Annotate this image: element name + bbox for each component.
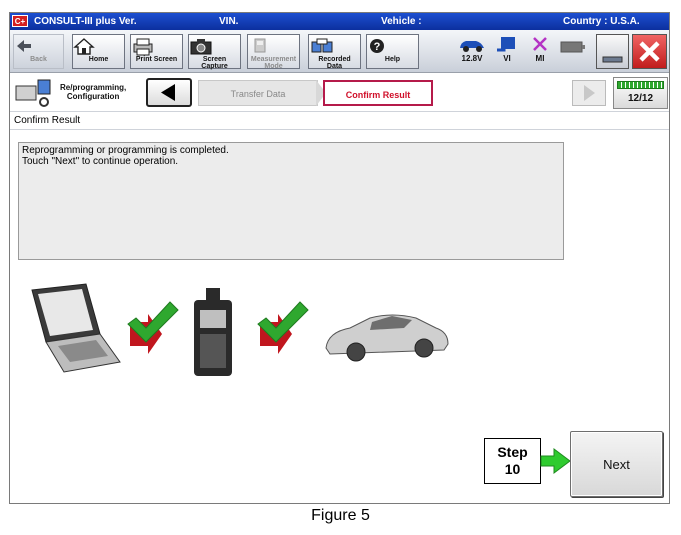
vi-icon <box>497 37 515 52</box>
home-label: Home <box>88 56 109 63</box>
recorded-label-1: Recorded <box>318 56 351 63</box>
title-bar: C+ CONSULT-III plus Ver. VIN. Vehicle : … <box>10 13 669 30</box>
app-title: CONSULT-III plus Ver. <box>34 16 137 27</box>
capture-label-2: Capture <box>201 63 228 70</box>
car-silhouette-icon <box>325 314 449 362</box>
green-arrow-icon <box>540 448 571 474</box>
vehicle-label: Vehicle : <box>381 16 422 27</box>
app-logo-icon: C+ <box>12 15 28 27</box>
help-button[interactable]: ? Help <box>366 34 419 69</box>
consult-window: C+ CONSULT-III plus Ver. VIN. Vehicle : … <box>9 12 670 504</box>
camera-icon <box>190 39 212 55</box>
battery-voltage: 12.8V <box>461 54 483 63</box>
progress-text: 12/12 <box>627 93 654 104</box>
green-check-icon <box>127 301 179 343</box>
back-button[interactable]: Back <box>13 34 64 69</box>
help-label: Help <box>384 56 401 63</box>
minimize-icon <box>602 56 623 63</box>
recorded-data-button[interactable]: Recorded Data <box>308 34 361 70</box>
mi-label: MI <box>535 54 545 63</box>
measurement-icon <box>254 38 266 53</box>
recorded-label-2: Data <box>326 63 343 70</box>
close-icon <box>639 41 660 62</box>
green-check-icon-2 <box>257 301 309 343</box>
step-number: 10 <box>504 461 521 477</box>
printer-icon <box>133 38 153 56</box>
country-label: Country : U.S.A. <box>563 16 640 27</box>
breadcrumb: Re/programming, Configuration Transfer D… <box>10 74 669 112</box>
screen-capture-button[interactable]: Screen Capture <box>188 34 241 70</box>
back-arrow-icon <box>161 84 175 101</box>
message-box: Reprogramming or programming is complete… <box>18 142 564 260</box>
step-label: Step <box>497 444 528 460</box>
mode-label-1: Re/programming, <box>60 83 127 92</box>
forward-arrow-button[interactable] <box>572 80 606 106</box>
close-button[interactable] <box>632 34 667 69</box>
print-screen-button[interactable]: Print Screen <box>130 34 183 69</box>
mi-status: MI <box>525 34 555 63</box>
laptop-icon <box>31 283 121 373</box>
back-icon <box>17 40 31 52</box>
home-button[interactable]: Home <box>72 34 125 69</box>
help-icon: ? <box>370 39 384 53</box>
home-icon <box>73 38 95 55</box>
section-title: Confirm Result <box>10 112 669 130</box>
back-arrow-button[interactable] <box>146 78 192 107</box>
next-button[interactable]: Next <box>570 431 663 497</box>
crumb-confirm-result: Confirm Result <box>323 80 433 106</box>
svg-text:?: ? <box>374 41 381 53</box>
car-icon <box>460 41 484 52</box>
mode-label: Re/programming, Configuration <box>60 83 126 101</box>
mode-label-2: Configuration <box>66 92 120 101</box>
progress-indicator: 12/12 <box>613 77 668 109</box>
vi-device-icon <box>194 288 232 376</box>
measurement-mode-button[interactable]: Measurement Mode <box>247 34 300 70</box>
measure-label-2: Mode <box>264 63 283 70</box>
step-callout: Step 10 <box>484 438 541 484</box>
figure-caption: Figure 5 <box>311 507 370 524</box>
recorded-data-icon <box>311 38 333 53</box>
vi-status: VI <box>492 34 522 63</box>
message-line-2: Touch "Next" to continue operation. <box>22 156 179 167</box>
vi-label: VI <box>503 54 511 63</box>
mi-icon <box>533 37 547 51</box>
battery-status: 12.8V <box>457 34 487 63</box>
reprogramming-icon <box>15 79 51 107</box>
toolbar: Back Home Print Screen Screen Capture Me… <box>10 30 669 73</box>
minimize-button[interactable] <box>596 34 629 69</box>
process-illustration <box>31 283 449 376</box>
measure-label-1: Measurement <box>250 56 297 63</box>
capture-label-1: Screen <box>202 56 227 63</box>
print-label: Print Screen <box>135 56 178 63</box>
battery-icon <box>560 41 585 53</box>
back-label: Back <box>30 56 47 63</box>
forward-arrow-icon <box>584 85 595 101</box>
crumb-chevron-icon <box>316 80 326 106</box>
crumb-transfer-data: Transfer Data <box>198 80 318 106</box>
message-line-1: Reprogramming or programming is complete… <box>22 145 229 156</box>
progress-bar <box>617 81 664 89</box>
vin-label: VIN. <box>219 16 239 27</box>
